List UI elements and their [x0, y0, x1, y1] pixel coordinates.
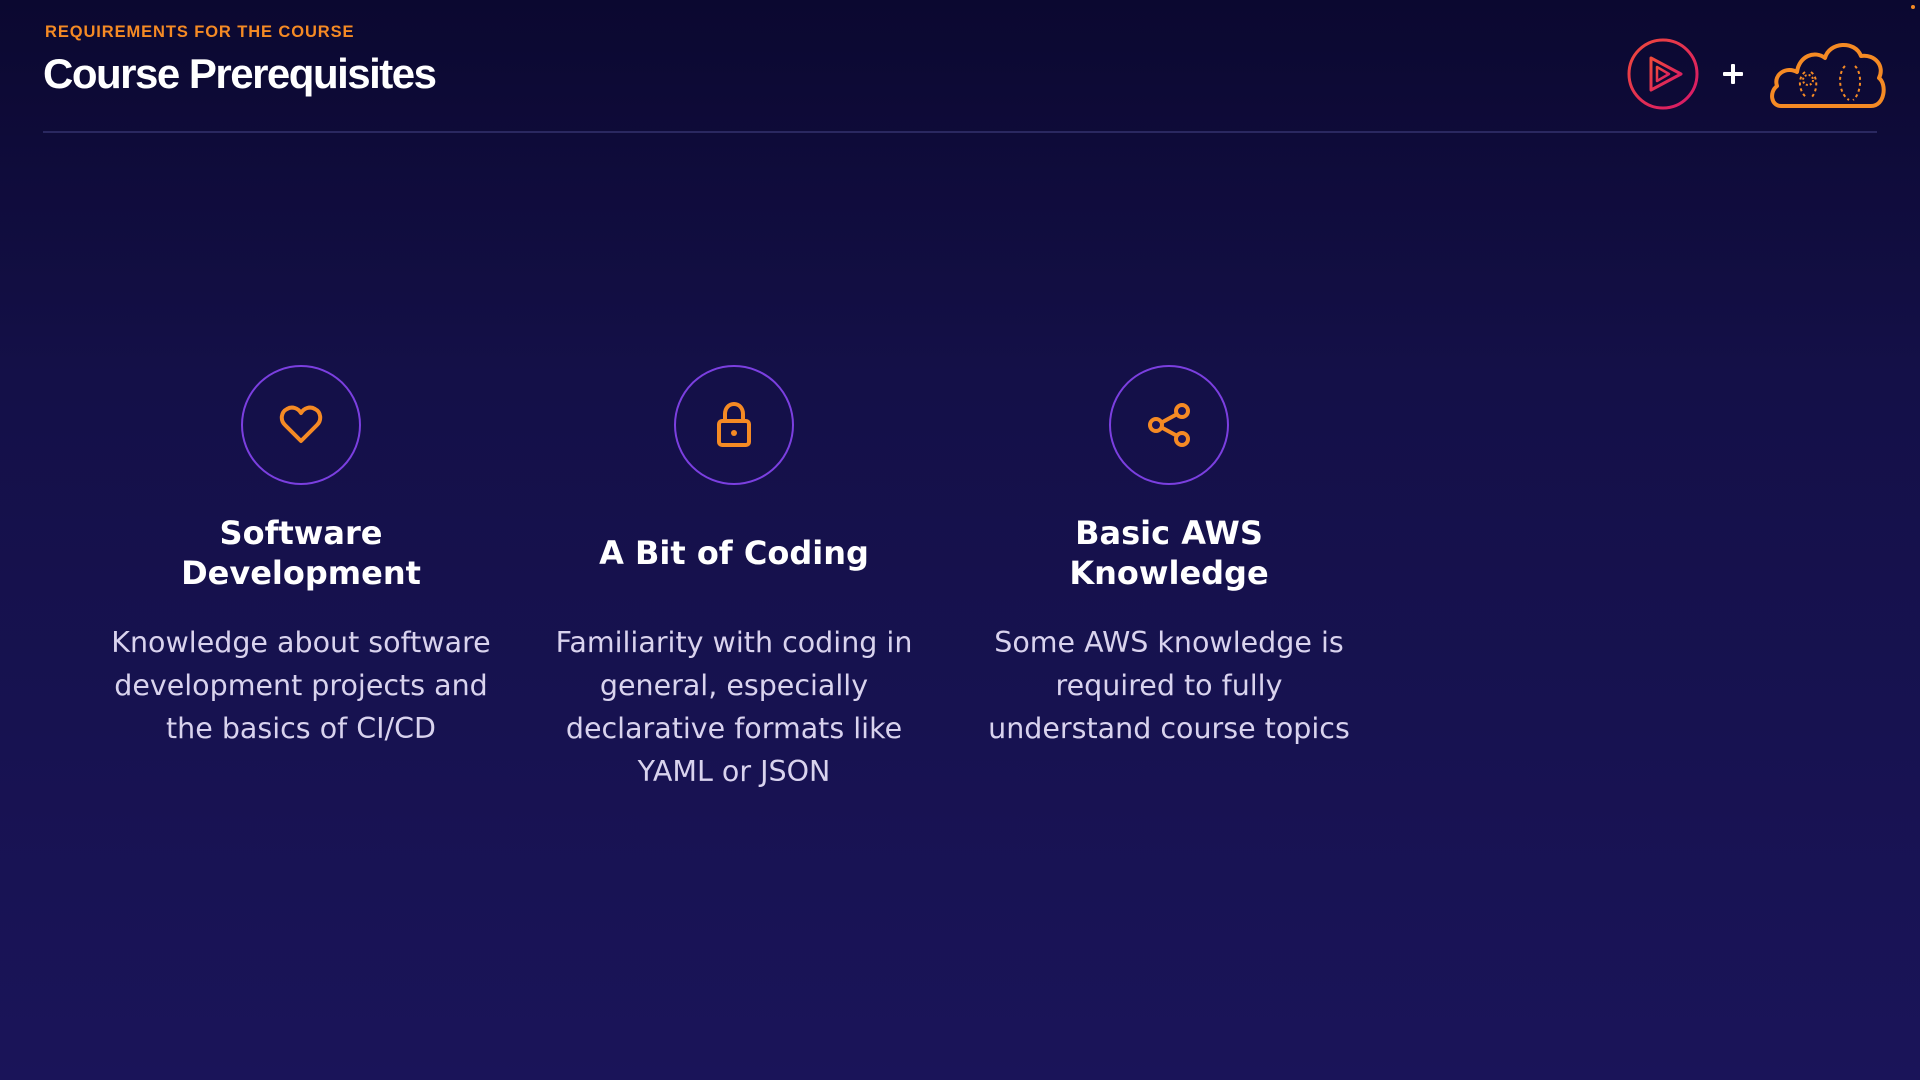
card-aws-knowledge: Basic AWS Knowledge Some AWS knowledge i…	[969, 365, 1369, 750]
brand-logos	[1627, 36, 1887, 112]
lock-icon	[716, 401, 752, 449]
card-description: Knowledge about software development pro…	[111, 626, 491, 745]
card-description: Some AWS knowledge is required to fully …	[988, 626, 1350, 745]
card-heading: A Bit of Coding	[599, 534, 869, 572]
card-heading: Software Development	[181, 514, 421, 592]
card-software-development: Software Development Knowledge about sof…	[101, 365, 501, 750]
pluralsight-play-icon	[1627, 38, 1699, 110]
section-eyebrow: REQUIREMENTS FOR THE COURSE	[45, 23, 355, 41]
icon-ring	[674, 365, 794, 485]
icon-ring	[241, 365, 361, 485]
plus-icon	[1723, 64, 1743, 84]
icon-ring	[1109, 365, 1229, 485]
corner-dot	[1911, 5, 1915, 9]
heart-icon	[279, 405, 323, 445]
card-description: Familiarity with coding in general, espe…	[555, 626, 913, 788]
cloud-mascot-icon	[1767, 36, 1887, 112]
card-heading: Basic AWS Knowledge	[1069, 514, 1269, 592]
card-coding: A Bit of Coding Familiarity with coding …	[534, 365, 934, 793]
header-divider	[43, 131, 1877, 133]
share-icon	[1145, 401, 1193, 449]
page-title: Course Prerequisites	[43, 50, 437, 97]
prerequisite-cards: Software Development Knowledge about sof…	[0, 365, 1920, 815]
